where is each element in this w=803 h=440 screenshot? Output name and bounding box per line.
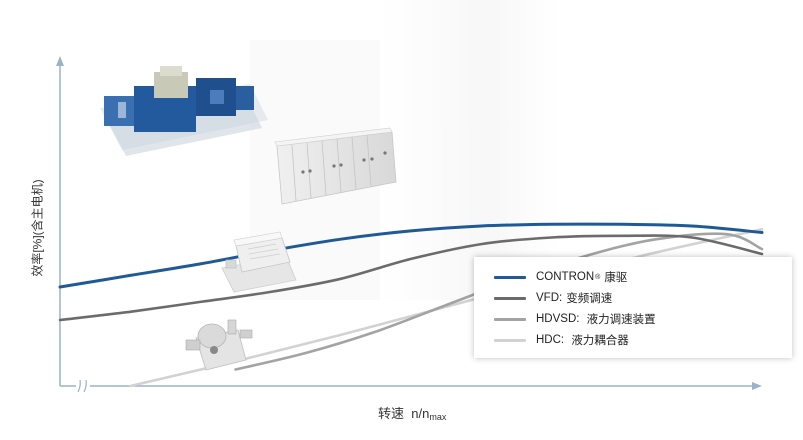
legend-label: VFD	[536, 292, 559, 304]
x-axis-title-main: 转速	[378, 406, 405, 421]
legend-item-vfd: VFD: 变频调速	[494, 289, 612, 307]
x-axis-title: 转速 n/nmax	[378, 403, 446, 422]
legend-swatch	[494, 317, 526, 321]
y-axis-title: 效率[%](含主电机)	[30, 179, 45, 277]
series-layer	[58, 222, 764, 388]
x-axis-arrow	[752, 382, 762, 390]
x-axis-title-sub: max	[429, 412, 447, 422]
vfd-cabinet-illustration	[274, 127, 397, 205]
x-axis-title-var: n/n	[411, 406, 430, 421]
legend-sup: ®	[595, 273, 601, 281]
legend-label: HDC	[536, 334, 561, 346]
hdc-coupling-illustration	[185, 319, 253, 371]
legend: CONTRON® 康驱 VFD: 变频调速 HDVSD: 液力调速装置 HDC:…	[474, 257, 792, 358]
contron-drive-machine-illustration	[100, 66, 268, 156]
series-line-vfd	[58, 234, 764, 322]
legend-desc: 康驱	[604, 272, 628, 284]
legend-swatch	[494, 275, 526, 279]
legend-item-hdc: HDC: 液力耦合器	[494, 331, 629, 349]
legend-desc: 液力调速装置	[586, 314, 656, 326]
legend-swatch	[494, 296, 526, 300]
legend-desc: 变频调速	[566, 293, 613, 305]
legend-desc: 液力耦合器	[571, 335, 629, 347]
legend-swatch	[494, 338, 526, 342]
axis-break-icon	[76, 379, 90, 393]
axes	[56, 56, 762, 393]
legend-item-contron: CONTRON® 康驱	[494, 268, 627, 286]
hdvsd-unit-illustration	[221, 231, 297, 293]
legend-item-hdvsd: HDVSD: 液力调速装置	[494, 310, 656, 328]
series-line-contron	[58, 222, 764, 289]
background-panel	[380, 0, 560, 300]
y-axis-arrow	[56, 56, 64, 66]
legend-label: HDVSD	[536, 313, 577, 325]
legend-label: CONTRON	[536, 271, 595, 283]
